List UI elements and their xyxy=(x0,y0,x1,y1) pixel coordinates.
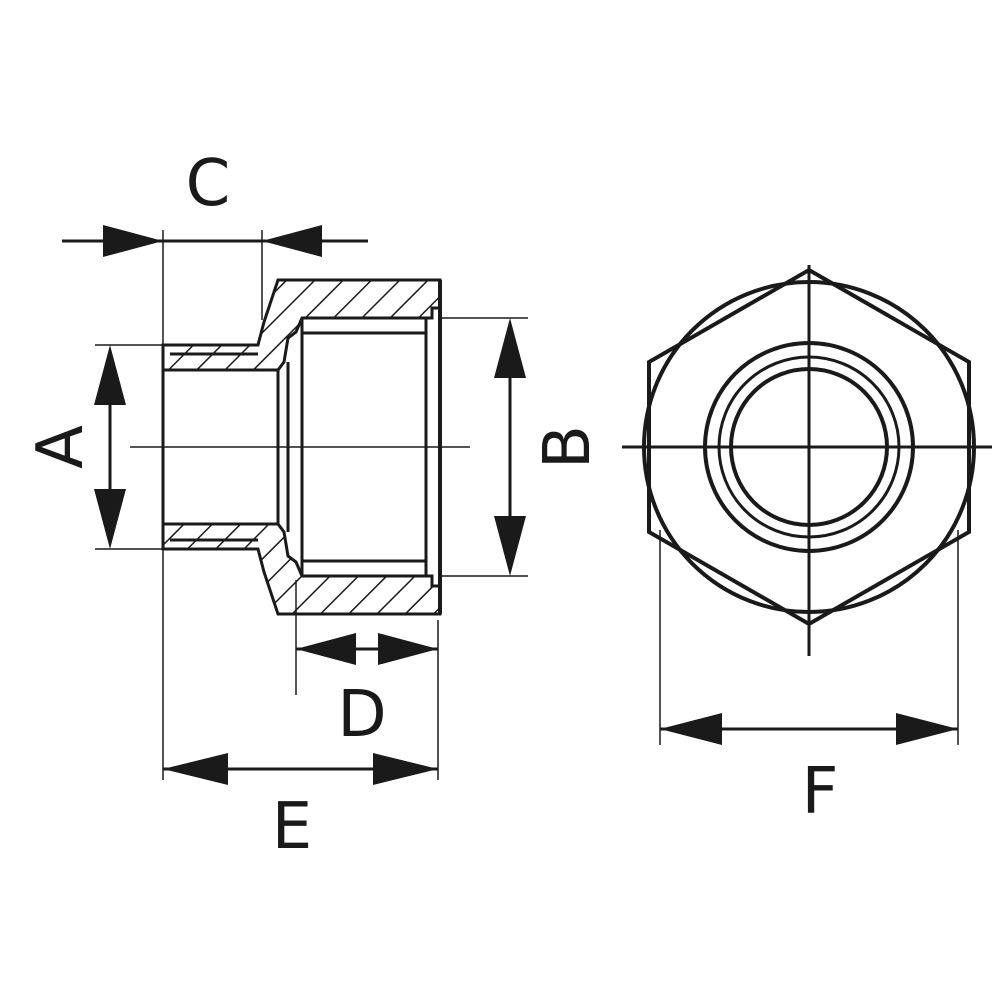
label-c: C xyxy=(186,147,231,221)
label-b: B xyxy=(531,425,605,469)
dimension-b xyxy=(494,318,526,576)
dimension-f xyxy=(660,713,958,745)
label-e: E xyxy=(272,790,312,864)
label-d: D xyxy=(337,678,386,752)
label-f: F xyxy=(802,755,839,829)
dimension-d xyxy=(296,633,438,665)
end-view: F xyxy=(622,265,992,829)
top-wall-section xyxy=(161,278,442,372)
bottom-wall-section xyxy=(161,522,442,616)
dimension-c xyxy=(62,225,368,257)
dimension-e xyxy=(163,753,438,785)
label-a: A xyxy=(24,425,98,469)
side-section-view: A B C D E xyxy=(24,147,605,864)
dimension-a xyxy=(94,345,126,549)
